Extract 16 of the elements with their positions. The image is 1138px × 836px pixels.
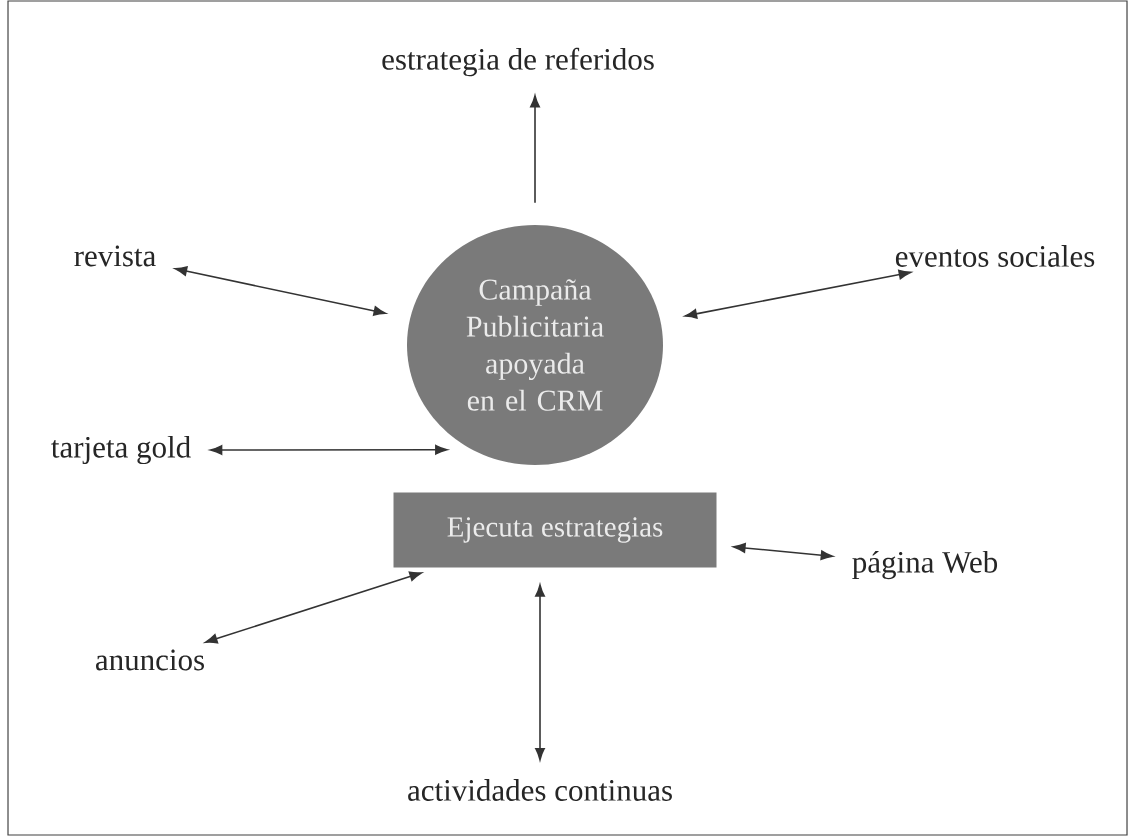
- circle-node: Campaña Publicitaria apoyada en el CRM: [407, 225, 663, 465]
- arrow: [530, 95, 540, 204]
- text-label: página Web: [852, 550, 998, 580]
- text-label: revista: [74, 245, 156, 267]
- arrow: [209, 444, 448, 455]
- arrow: [205, 571, 422, 644]
- arrow: [174, 266, 386, 316]
- arrow: [733, 543, 834, 561]
- arrow: [684, 269, 912, 319]
- process-box: Ejecuta estrategias: [393, 492, 717, 568]
- text-label: eventos sociales: [895, 245, 1095, 267]
- arrow: [535, 584, 545, 761]
- text-label: anuncios: [96, 649, 204, 671]
- text-label: estrategia de referidos: [382, 47, 654, 77]
- text-label: actividades continuas: [408, 779, 672, 801]
- text-label: tarjeta gold: [51, 435, 191, 465]
